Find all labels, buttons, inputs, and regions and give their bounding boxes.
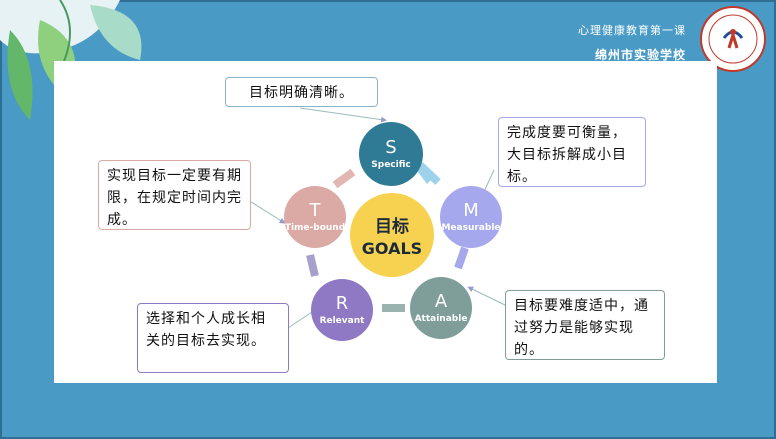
course-title: 心理健康教育第一课: [578, 24, 686, 37]
circle-timebound: T Time-bound: [284, 186, 346, 248]
school-name: 绵州市实验学校: [594, 48, 686, 62]
box-timebound: 实现目标一定要有期限，在规定时间内完成。: [98, 160, 251, 230]
box-attainable: 目标要难度适中，通过努力是能够实现的。: [505, 290, 665, 360]
circle-relevant: R Relevant: [311, 279, 373, 341]
letter-t: T: [309, 200, 321, 221]
circle-measurable: M Measurable: [440, 186, 502, 248]
word-specific: Specific: [371, 160, 411, 170]
word-timebound: Time-bound: [284, 223, 346, 233]
box-measurable: 完成度要可衡量，大目标拆解成小目标。: [498, 117, 646, 187]
letter-a: A: [434, 291, 448, 312]
box-specific: 目标明确清晰。: [225, 77, 378, 107]
goals-title-en: GOALS: [361, 239, 423, 258]
circle-attainable: A Attainable: [410, 277, 472, 339]
leaf-decoration: [0, 0, 142, 120]
letter-m: M: [463, 200, 479, 221]
goals-title-cn: 目标: [375, 217, 409, 237]
box-relevant: 选择和个人成长相关的目标去实现。: [137, 303, 289, 373]
word-attainable: Attainable: [414, 314, 468, 324]
circle-specific: S Specific: [359, 122, 423, 186]
word-relevant: Relevant: [319, 316, 365, 326]
letter-r: R: [335, 293, 349, 314]
word-measurable: Measurable: [441, 223, 501, 233]
header: 心理健康教育第一课 绵州市实验学校: [578, 22, 686, 63]
goals-center: 目标 GOALS: [350, 193, 434, 277]
letter-s: S: [385, 137, 397, 158]
